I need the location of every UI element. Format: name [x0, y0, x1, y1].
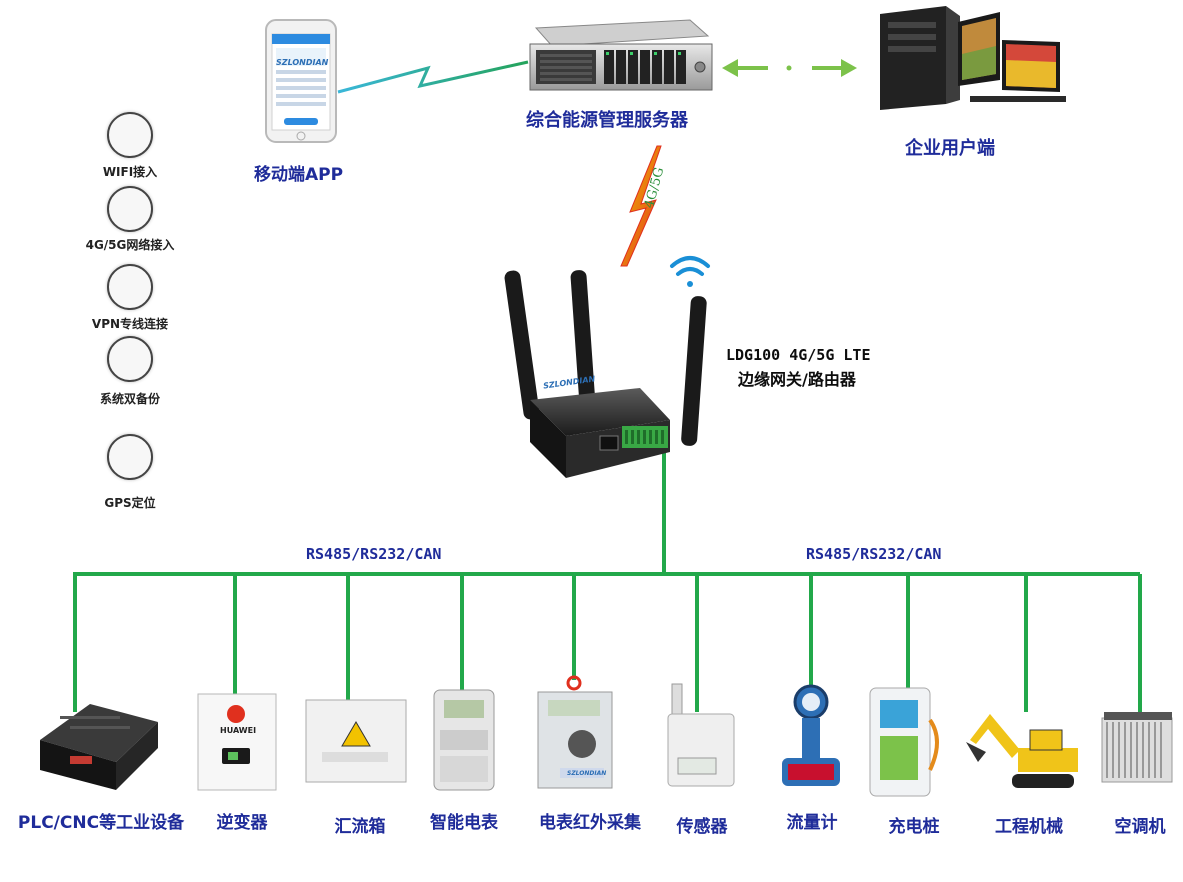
feature-label-backup: 系统双备份	[99, 392, 160, 406]
device-label-meter: 智能电表	[430, 813, 498, 833]
wifi-icon	[107, 112, 153, 158]
mobile-server-link	[337, 60, 529, 94]
mobile-app-label: 移动端APP	[254, 165, 344, 185]
feature-label-gps: GPS定位	[104, 496, 156, 510]
device-label-ir-collector: 电表红外采集	[539, 813, 641, 833]
lock-icon	[107, 264, 153, 310]
server-enterprise-arrow	[722, 59, 857, 77]
device-excavator-graphic	[966, 714, 1078, 788]
inverter-brand-logo: HUAWEI	[220, 726, 257, 735]
enterprise-label: 企业用户端	[905, 138, 995, 159]
feature-label-cellular: 4G/5G网络接入	[85, 238, 175, 252]
device-ir-collector-graphic	[537, 675, 613, 789]
gps-satellite-icon	[107, 434, 153, 480]
field-bus	[73, 450, 1142, 712]
device-plc-graphic	[40, 704, 158, 790]
device-label-flowmeter: 流量计	[786, 813, 838, 833]
gateway-type-label: 边缘网关/路由器	[738, 370, 856, 389]
backup-icon	[107, 336, 153, 382]
device-meter-graphic	[433, 689, 495, 791]
server-label: 综合能源管理服务器	[526, 110, 688, 131]
device-label-plc: PLC/CNC等工业设备	[17, 813, 185, 833]
device-ac-graphic	[1101, 712, 1173, 783]
feature-label-vpn: VPN专线连接	[91, 317, 169, 331]
mobile-phone	[265, 19, 337, 143]
device-sensor-graphic	[667, 683, 735, 787]
device-flowmeter-graphic	[782, 684, 840, 786]
device-label-excavator: 工程机械	[995, 817, 1063, 837]
cell-tower-icon	[107, 186, 153, 232]
enterprise-workstation	[880, 6, 1066, 110]
router-wifi-icon	[670, 256, 710, 287]
device-label-combiner: 汇流箱	[334, 817, 386, 837]
rack-server	[529, 19, 713, 91]
mobile-brand-logo: SZLONDIAN	[276, 58, 329, 67]
device-combiner-graphic	[305, 699, 407, 783]
gateway-model-label: LDG100 4G/5G LTE	[726, 346, 871, 364]
device-charger-graphic	[869, 687, 939, 797]
device-label-inverter: 逆变器	[216, 813, 268, 833]
gateway-router	[504, 270, 707, 478]
device-label-sensor: 传感器	[676, 817, 728, 837]
feature-label-wifi: WIFI接入	[102, 165, 158, 179]
bus-label-left: RS485/RS232/CAN	[306, 545, 442, 563]
device-label-ac: 空调机	[1114, 817, 1166, 837]
bus-label-right: RS485/RS232/CAN	[806, 545, 942, 563]
device-label-charger: 充电桩	[888, 817, 940, 837]
device-inverter-graphic	[197, 693, 277, 791]
lightning-bolt-icon	[620, 145, 662, 267]
ir-collector-brand-logo: SZLONDIAN	[567, 770, 607, 777]
